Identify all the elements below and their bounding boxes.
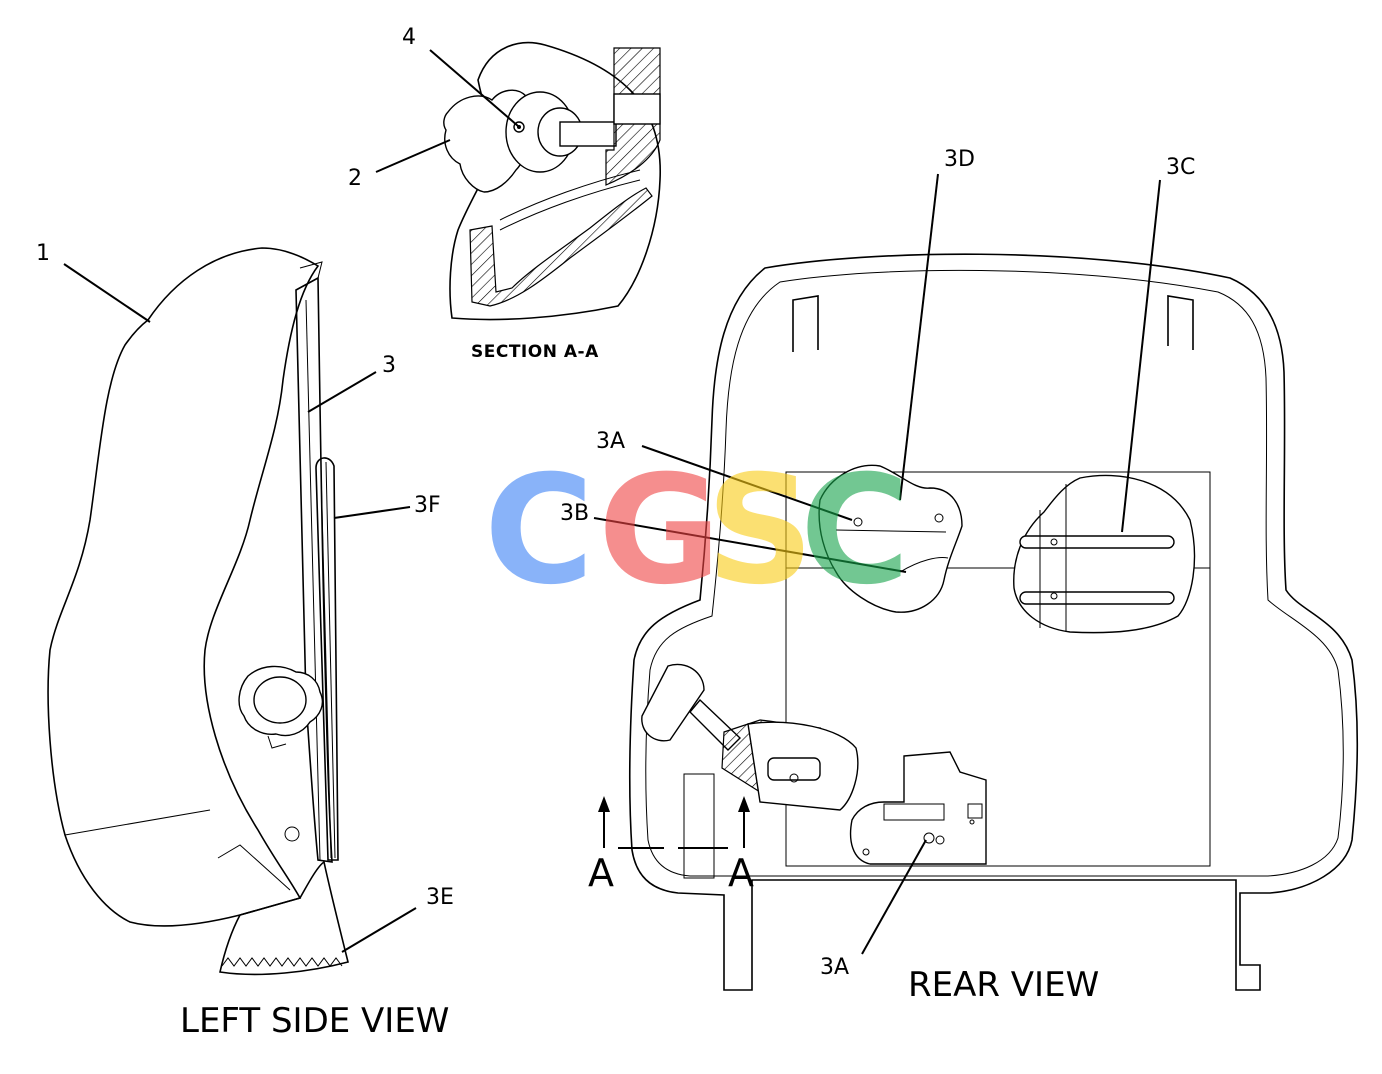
- callout-3c: 3C: [1166, 155, 1195, 180]
- callout-3a-top: 3A: [596, 429, 625, 454]
- section-cut-marks: [598, 796, 750, 849]
- callout-3f: 3F: [414, 493, 441, 518]
- callout-3e: 3E: [426, 885, 454, 910]
- recline-lever: [641, 663, 859, 811]
- captions: SECTION A-A LEFT SIDE VIEW REAR VIEW A A: [180, 342, 1099, 1041]
- adjustment-knob-side: [238, 665, 324, 749]
- left-view-caption: LEFT SIDE VIEW: [180, 1001, 449, 1041]
- leader-lines: [63, 49, 1161, 955]
- section-mark-right: A: [728, 851, 754, 895]
- callout-4: 4: [402, 25, 416, 50]
- section-caption: SECTION A-A: [471, 342, 599, 362]
- section-mark-left: A: [588, 851, 614, 895]
- watermark: C G S C: [484, 444, 910, 618]
- callout-1: 1: [36, 241, 50, 266]
- rear-view: [598, 253, 1359, 991]
- mechanism-3c: [1013, 474, 1196, 634]
- watermark-letter-c1: C: [484, 444, 594, 618]
- watermark-letter-s: S: [706, 444, 814, 618]
- seat-back-shell: [47, 247, 320, 927]
- back-panel: [295, 276, 333, 863]
- callout-3d: 3D: [944, 147, 975, 172]
- recline-gear: [219, 860, 349, 976]
- bracket-3d: [818, 464, 963, 613]
- watermark-letter-c2: C: [800, 444, 910, 618]
- pivot-hole: [284, 826, 300, 842]
- callout-3a-bottom: 3A: [820, 955, 849, 980]
- callout-3b: 3B: [560, 501, 589, 526]
- callout-labels: 1 2 3 3F 3E 4 3D 3C 3A 3B 3A: [36, 25, 1195, 980]
- rear-seat-back-outer: [629, 253, 1359, 991]
- latch-3a: [849, 751, 987, 865]
- strap-3f: [315, 457, 339, 861]
- callout-3: 3: [382, 353, 396, 378]
- rear-view-caption: REAR VIEW: [908, 965, 1099, 1005]
- left-side-view: [47, 247, 349, 976]
- callout-2: 2: [348, 166, 362, 191]
- watermark-letter-g: G: [598, 444, 721, 618]
- section-a-a: [443, 41, 662, 321]
- rear-panel: [785, 471, 1211, 867]
